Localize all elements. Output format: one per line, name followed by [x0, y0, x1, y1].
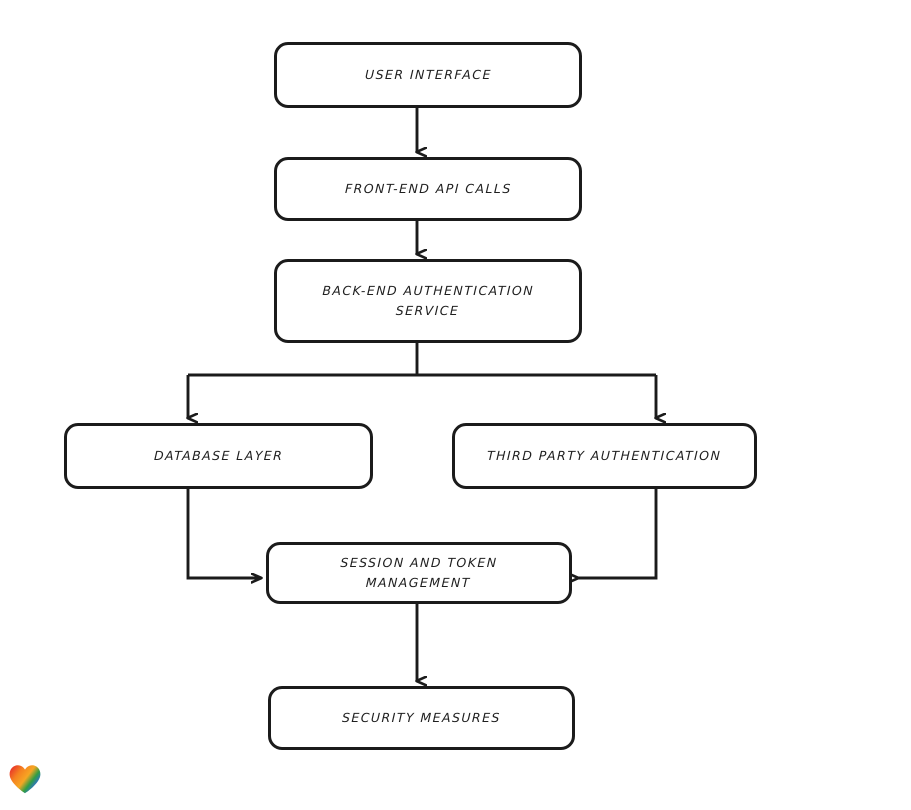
node-back-end-authentication-service[interactable]: BACK-END AUTHENTICATION SERVICE: [274, 259, 582, 343]
node-database-layer[interactable]: DATABASE LAYER: [64, 423, 373, 489]
node-back-end-authentication-service-label: BACK-END AUTHENTICATION SERVICE: [322, 283, 535, 318]
node-user-interface[interactable]: USER INTERFACE: [274, 42, 582, 108]
node-session-and-token-management[interactable]: SESSION AND TOKEN MANAGEMENT: [266, 542, 572, 604]
edge-thirdparty-to-session: [578, 489, 658, 578]
node-database-layer-label: DATABASE LAYER: [153, 448, 284, 463]
node-front-end-api-calls-label: FRONT-END API CALLS: [344, 181, 512, 196]
node-security-measures[interactable]: SECURITY MEASURES: [268, 686, 575, 750]
node-session-and-token-management-label: SESSION AND TOKEN MANAGEMENT: [340, 555, 499, 590]
node-user-interface-label: USER INTERFACE: [364, 67, 492, 82]
node-third-party-authentication-label: THIRD PARTY AUTHENTICATION: [487, 448, 722, 463]
heart-icon: [9, 765, 41, 794]
edge-database-to-session: [186, 489, 261, 578]
node-security-measures-label: SECURITY MEASURES: [341, 710, 502, 725]
node-front-end-api-calls[interactable]: FRONT-END API CALLS: [274, 157, 582, 221]
node-third-party-authentication[interactable]: THIRD PARTY AUTHENTICATION: [452, 423, 757, 489]
